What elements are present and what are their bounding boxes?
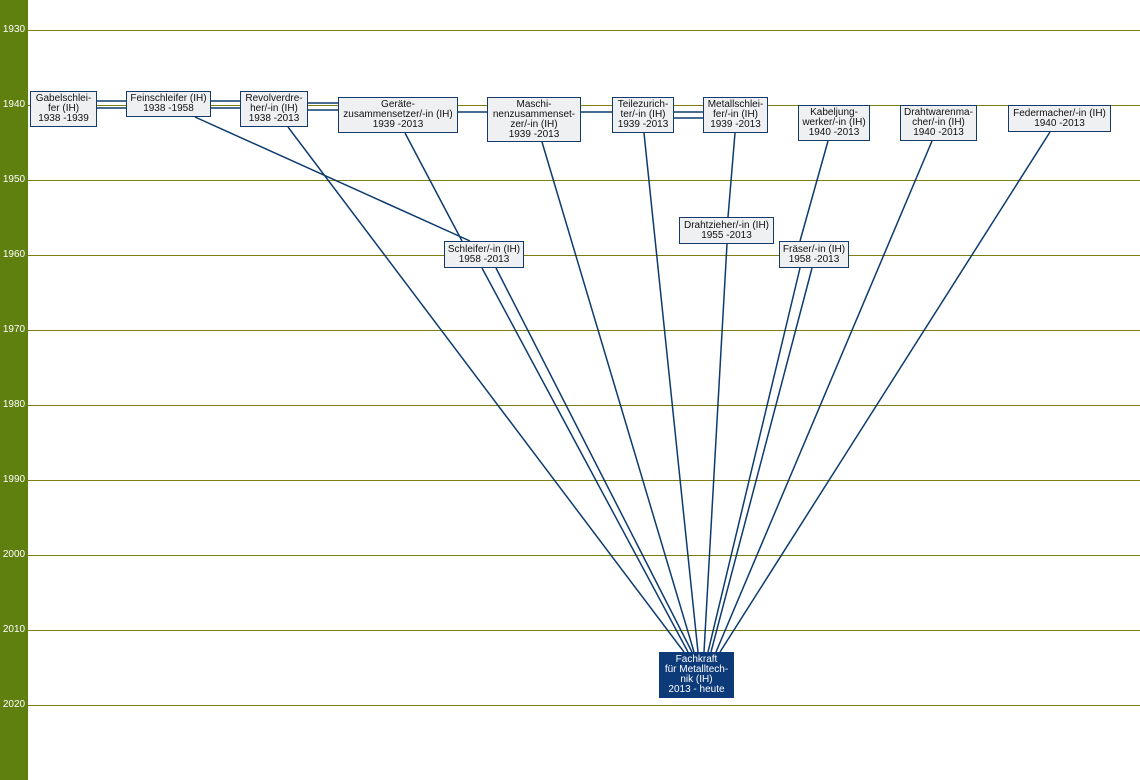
gridline: [28, 405, 1140, 406]
node-feder[interactable]: Federmacher/-in (IH)1940 -2013: [1008, 105, 1111, 132]
node-kabel[interactable]: Kabeljung- werker/-in (IH)1940 -2013: [798, 105, 870, 141]
gridline: [28, 105, 1140, 106]
connection-line: [727, 132, 736, 218]
node-years: 1940 -2013: [913, 127, 964, 138]
node-name: Gabelschlei- fer (IH): [35, 93, 92, 114]
node-years: 1938 -1958: [143, 103, 194, 114]
node-years: 1939 -2013: [508, 128, 560, 140]
connection-line: [707, 267, 801, 653]
year-axis: [0, 0, 28, 780]
node-metall[interactable]: Metallschlei- fer/-in (IH)1939 -2013: [703, 97, 768, 133]
node-teile[interactable]: Teilezurich- ter/-in (IH)1939 -2013: [612, 97, 674, 133]
node-years: 1958 -2013: [458, 253, 510, 265]
node-name: Fachkraft für Metalltech- nik (IH): [664, 654, 729, 685]
gridline: [28, 330, 1140, 331]
gridline: [28, 255, 1140, 256]
node-years: 2013 - heute: [668, 684, 725, 695]
node-geraete[interactable]: Geräte- zusammensetzer/-in (IH)1939 -201…: [338, 97, 458, 133]
node-years: 1938 -2013: [248, 113, 300, 124]
node-revolver[interactable]: Revolverdre- her/-in (IH)1938 -2013: [240, 91, 308, 127]
node-schleifer[interactable]: Schleifer/-in (IH)1958 -2013: [444, 241, 524, 268]
year-label: 1970: [2, 324, 26, 335]
connection-line: [643, 132, 699, 653]
node-maschi[interactable]: Maschi- nenzusammenset- zer/-in (IH)1939…: [487, 97, 581, 142]
gridline: [28, 30, 1140, 31]
connection-line: [703, 243, 728, 653]
node-gabel[interactable]: Gabelschlei- fer (IH)1938 -1939: [30, 91, 97, 127]
year-label: 2010: [2, 624, 26, 635]
node-name: Teilezurich- ter/-in (IH): [617, 99, 669, 120]
year-label: 1940: [2, 99, 26, 110]
gridline: [28, 180, 1140, 181]
year-label: 2000: [2, 549, 26, 560]
node-name: Kabeljung- werker/-in (IH): [802, 107, 866, 128]
node-fraeser[interactable]: Fräser/-in (IH)1958 -2013: [779, 241, 849, 268]
node-years: 1940 -2013: [808, 127, 860, 138]
node-name: Drahtwarenma- cher/-in (IH): [904, 107, 973, 128]
connection-line: [541, 141, 695, 653]
node-name: Drahtzieher/-in (IH): [683, 219, 770, 231]
year-label: 1980: [2, 399, 26, 410]
connection-line: [719, 131, 1051, 653]
gridline: [28, 480, 1140, 481]
connection-line: [287, 126, 685, 653]
gridline: [28, 705, 1140, 706]
node-name: Metallschlei- fer/-in (IH): [707, 99, 764, 120]
node-years: 1939 -2013: [617, 119, 669, 130]
node-name: Revolverdre- her/-in (IH): [245, 93, 303, 114]
year-label: 2020: [2, 699, 26, 710]
year-label: 1930: [2, 24, 26, 35]
node-years: 1940 -2013: [1034, 117, 1085, 129]
node-name: Federmacher/-in (IH): [1013, 107, 1106, 119]
gridline: [28, 555, 1140, 556]
connection-line: [710, 267, 813, 653]
node-name: Geräte- zusammensetzer/-in (IH): [343, 99, 453, 120]
connection-line: [715, 140, 933, 653]
node-years: 1955 -2013: [701, 229, 752, 241]
year-label: 1990: [2, 474, 26, 485]
node-years: 1939 -2013: [710, 119, 761, 130]
node-name: Feinschleifer (IH): [130, 93, 207, 104]
node-fein[interactable]: Feinschleifer (IH)1938 -1958: [126, 91, 211, 117]
connection-line: [404, 132, 463, 242]
year-label: 1960: [2, 249, 26, 260]
connection-line: [194, 116, 471, 242]
node-years: 1958 -2013: [788, 253, 840, 265]
node-name: Fräser/-in (IH): [782, 243, 846, 255]
gridline: [28, 630, 1140, 631]
connection-line: [481, 267, 689, 653]
connection-line: [799, 140, 829, 242]
node-name: Maschi- nenzusammenset- zer/-in (IH): [492, 98, 576, 130]
node-target[interactable]: Fachkraft für Metalltech- nik (IH)2013 -…: [659, 652, 734, 698]
node-drahtz[interactable]: Drahtzieher/-in (IH)1955 -2013: [679, 217, 774, 244]
year-label: 1950: [2, 174, 26, 185]
connection-line: [495, 267, 693, 653]
node-name: Schleifer/-in (IH): [447, 243, 521, 255]
node-drahtw[interactable]: Drahtwarenma- cher/-in (IH)1940 -2013: [900, 105, 977, 141]
node-years: 1938 -1939: [38, 113, 89, 124]
node-years: 1939 -2013: [372, 119, 424, 130]
